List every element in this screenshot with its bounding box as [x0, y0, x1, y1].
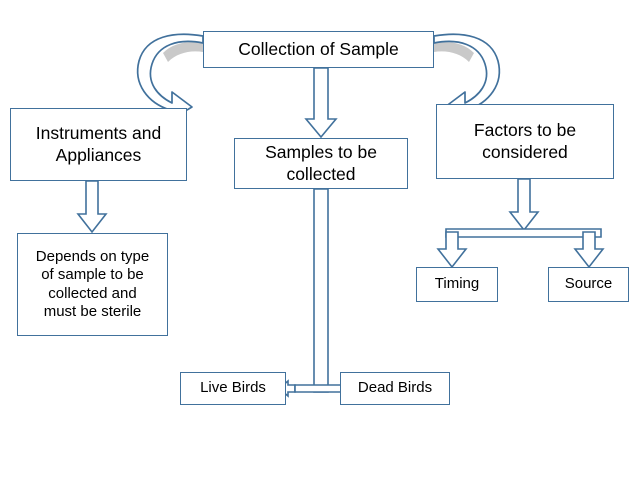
edge-samples-to-birds	[277, 188, 365, 398]
node-collection-of-sample[interactable]: Collection of Sample	[203, 31, 434, 68]
edge-factors-to-branch	[508, 178, 540, 232]
node-live-birds[interactable]: Live Birds	[180, 372, 286, 405]
edge-branch-to-source	[573, 231, 605, 269]
edge-branch-bar	[445, 228, 602, 238]
edge-branch-to-timing	[436, 231, 468, 269]
node-factors-to-be-considered[interactable]: Factors to be considered	[436, 104, 614, 179]
node-instruments-and-appliances[interactable]: Instruments and Appliances	[10, 108, 187, 181]
node-dead-birds[interactable]: Dead Birds	[340, 372, 450, 405]
edge-instruments-to-depends	[76, 180, 108, 234]
node-samples-to-be-collected[interactable]: Samples to be collected	[234, 138, 408, 189]
edge-root-to-samples	[304, 67, 338, 139]
node-timing[interactable]: Timing	[416, 267, 498, 302]
node-depends-on-type-of-sample[interactable]: Depends on type of sample to be collecte…	[17, 233, 168, 336]
node-source[interactable]: Source	[548, 267, 629, 302]
